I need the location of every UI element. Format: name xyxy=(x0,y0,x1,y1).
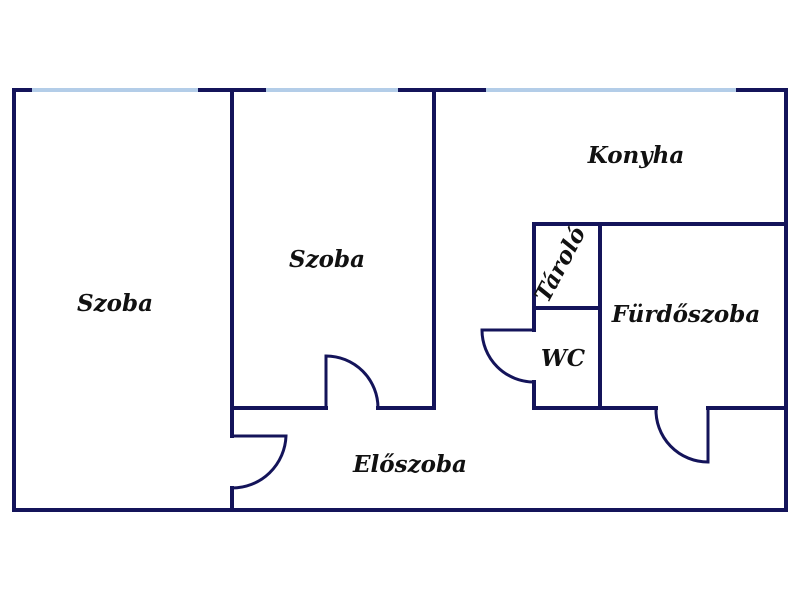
door-bathroom xyxy=(654,407,710,464)
room-label-bathroom: Fürdőszoba xyxy=(611,301,761,328)
room-label-middle: Szoba xyxy=(289,246,365,273)
door-left-room xyxy=(231,434,288,490)
room-label-kitchen: Konyha xyxy=(587,142,685,169)
room-label-storage: Tároló xyxy=(529,222,591,307)
room-label-wc: WC xyxy=(541,345,586,372)
interior-walls xyxy=(230,88,788,512)
door-wc xyxy=(480,328,535,384)
doors xyxy=(231,328,710,490)
room-label-hall: Előszoba xyxy=(352,451,467,478)
door-middle-room xyxy=(324,354,380,409)
room-label-left: Szoba xyxy=(77,290,153,317)
